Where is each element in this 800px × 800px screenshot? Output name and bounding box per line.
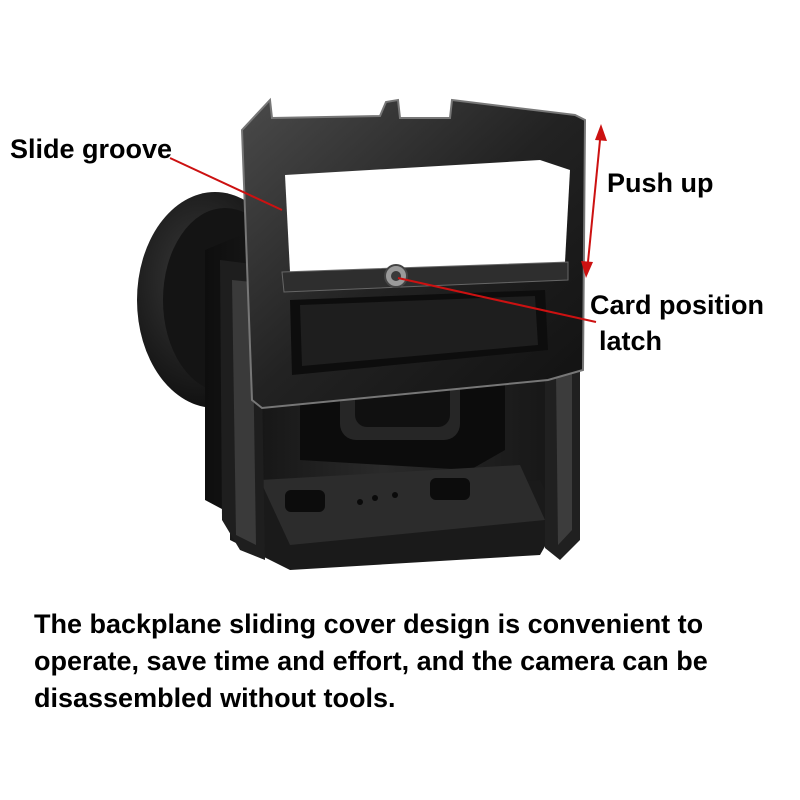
- slide-groove-label: Slide groove: [10, 134, 173, 164]
- push-up-label: Push up: [607, 168, 714, 198]
- latch-screw: [384, 264, 408, 288]
- annotation-lines: [169, 124, 607, 323]
- description-caption: The backplane sliding cover design is co…: [34, 609, 708, 713]
- latch-label: latch: [599, 326, 663, 356]
- latch-pointer: [397, 277, 597, 323]
- card-position-label: Card position: [590, 290, 764, 320]
- slide-groove-pointer: [169, 157, 283, 211]
- cage-base: [230, 465, 560, 570]
- push-up-arrow: [581, 124, 607, 278]
- sliding-cover-frame: [240, 97, 587, 410]
